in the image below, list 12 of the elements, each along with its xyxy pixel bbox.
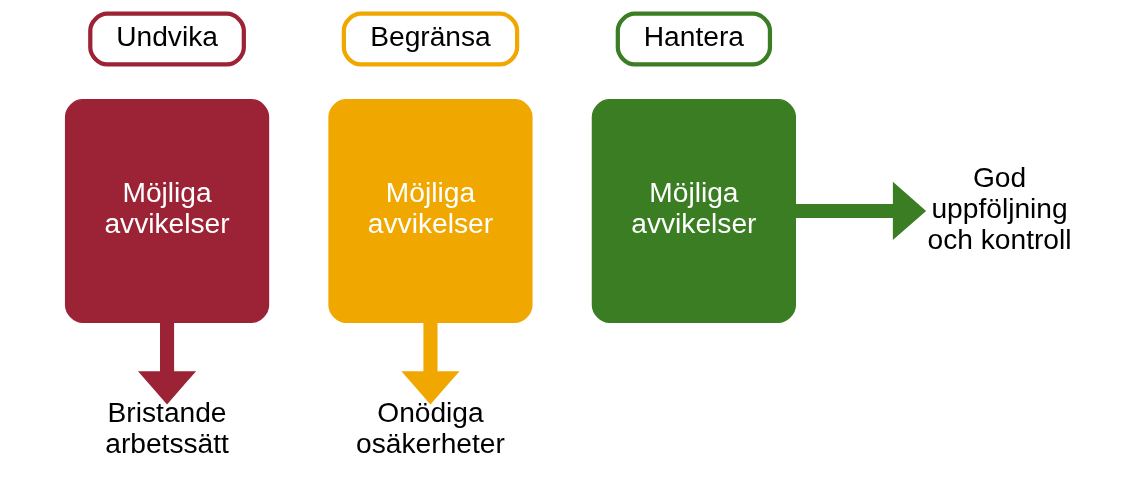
arrow (137, 322, 196, 405)
arrow (400, 322, 460, 405)
arrow (794, 181, 926, 240)
node-box: Möjliga avvikelser (64, 98, 269, 323)
node-box: Undvika (87, 11, 246, 67)
node-text: Bristande arbetssätt (104, 396, 229, 460)
node-text: God uppföljning och kontroll (927, 160, 1072, 255)
node-box: Hantera (615, 11, 772, 67)
node-text: Onödiga osäkerheter (355, 396, 505, 460)
node-box: Möjliga avvikelser (327, 98, 533, 323)
node-box: Begränsa (341, 11, 519, 67)
node-box: Möjliga avvikelser (591, 98, 796, 323)
